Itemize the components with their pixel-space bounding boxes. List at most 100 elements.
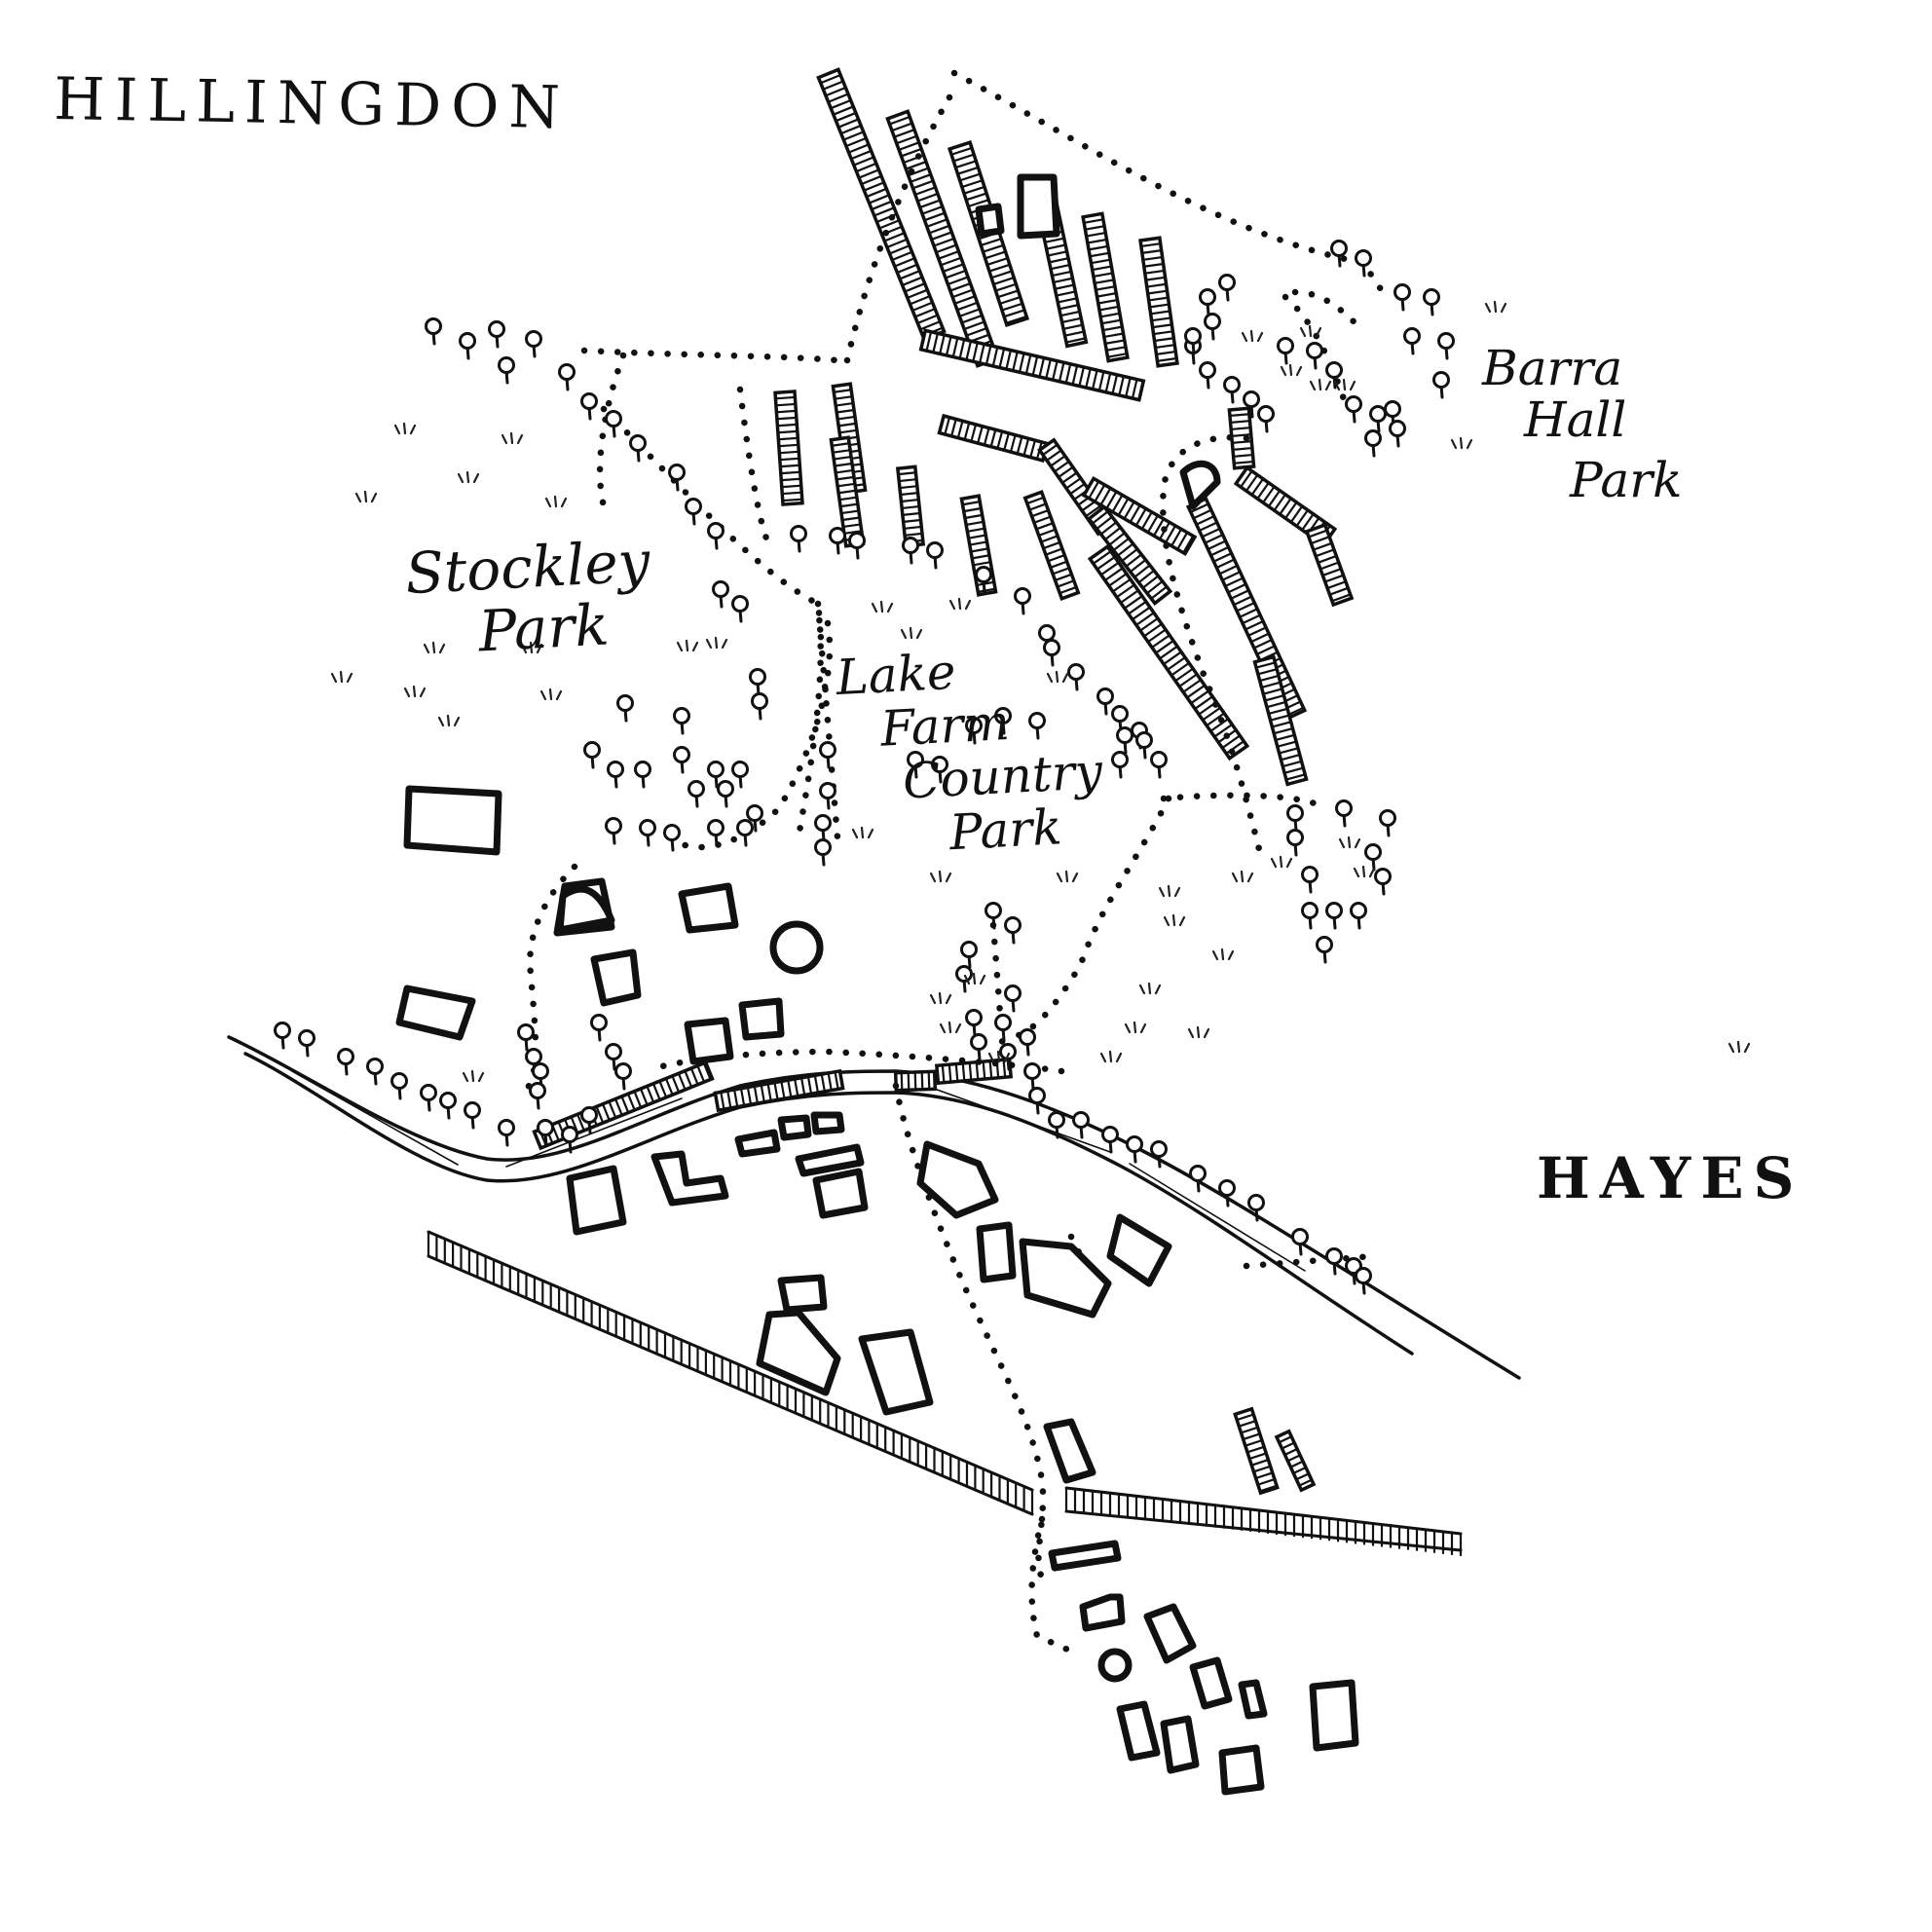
label-lake: Lake <box>834 644 957 706</box>
tree-icon <box>1345 395 1362 424</box>
tree-icon <box>663 824 681 852</box>
grass-tuft-icon <box>1187 1025 1210 1039</box>
grass-tuft-icon <box>1270 855 1293 869</box>
tree-icon <box>790 525 807 553</box>
grass-tuft-icon <box>457 470 480 484</box>
grass-tuft-icon <box>1163 913 1186 927</box>
tree-icon <box>1043 639 1060 667</box>
tree-icon <box>488 320 505 349</box>
tree-icon <box>274 1022 291 1050</box>
tree-icon <box>616 694 634 723</box>
tree-icon <box>390 1072 408 1100</box>
tree-icon <box>1150 1140 1168 1169</box>
grass-tuft-icon <box>1333 378 1356 391</box>
tree-icon <box>1301 902 1319 930</box>
grass-tuft-icon <box>539 687 563 701</box>
tree-icon <box>1067 663 1085 691</box>
label-barra-park: Park <box>1569 452 1682 508</box>
tree-icon <box>1277 337 1294 365</box>
grass-tuft-icon <box>987 1050 1011 1063</box>
tree-icon <box>1023 1062 1041 1091</box>
tree-icon <box>1004 916 1022 945</box>
tree-icon <box>707 761 724 789</box>
tree-icon <box>634 761 651 789</box>
label-stockley: Stockley <box>404 528 653 607</box>
grass-tuft-icon <box>1124 1021 1147 1034</box>
tree-icon <box>965 1009 983 1037</box>
grass-tuft-icon <box>501 431 524 445</box>
tree-icon <box>580 1106 598 1134</box>
road-shading <box>291 1070 1306 1272</box>
tree-icon <box>298 1029 316 1058</box>
grass-tufts <box>330 300 1751 1083</box>
tree-icon <box>1355 1267 1372 1295</box>
tree-icon <box>1096 687 1114 716</box>
tree-icon <box>525 330 542 358</box>
tree-icon <box>529 1082 546 1110</box>
tree-icon <box>1355 249 1372 278</box>
tree-icon <box>498 1119 515 1147</box>
grass-tuft-icon <box>1728 1040 1751 1054</box>
tree-icon <box>580 392 598 421</box>
tree-icon <box>985 902 1002 930</box>
tree-icon <box>1364 429 1382 458</box>
tree-icon <box>1369 405 1387 433</box>
tree-icon <box>366 1058 384 1086</box>
label-barra-hall-park: Barra Hall Park <box>1481 340 1682 508</box>
tree-icon <box>1014 587 1031 615</box>
tree-icon <box>532 1062 549 1091</box>
tree-icon <box>926 541 944 570</box>
tree-icon <box>902 537 919 565</box>
tree-icon <box>1350 902 1367 930</box>
tree-icon <box>1218 274 1236 302</box>
tree-icon <box>420 1084 437 1112</box>
grass-tuft-icon <box>939 1021 962 1034</box>
trees <box>274 240 1455 1295</box>
tree-icon <box>1111 705 1129 733</box>
tree-icon <box>1199 361 1216 390</box>
tree-icon <box>687 780 705 808</box>
tree-icon <box>848 532 866 560</box>
grass-tuft-icon <box>1099 1050 1123 1063</box>
grass-tuft-icon <box>423 641 446 654</box>
label-stockley-park: Stockley Park <box>404 528 653 664</box>
tree-icon <box>970 1033 987 1061</box>
tree-icon <box>731 761 749 789</box>
tree-icon <box>425 317 442 346</box>
tree-icon <box>605 1043 622 1071</box>
tree-icon <box>1204 313 1221 341</box>
grass-tuft-icon <box>963 972 986 985</box>
tree-icon <box>685 498 702 526</box>
tree-icon <box>1364 843 1382 872</box>
tree-icon <box>1286 804 1304 833</box>
tree-icon <box>1306 342 1323 370</box>
main-road <box>227 1035 1521 1380</box>
grass-tuft-icon <box>1046 670 1069 684</box>
grass-tuft-icon <box>520 641 543 654</box>
tree-icon <box>1325 1247 1343 1276</box>
tree-icon <box>1330 240 1348 268</box>
grass-tuft-icon <box>437 714 461 727</box>
tree-icon <box>955 965 973 993</box>
tree-icon <box>590 1014 608 1042</box>
tree-icon <box>439 1092 457 1120</box>
grass-tuft-icon <box>1280 363 1303 377</box>
tree-icon <box>1403 327 1421 355</box>
label-hillingdon: HILLINGDON <box>54 65 571 142</box>
tree-icon <box>1072 1111 1090 1139</box>
grass-tuft-icon <box>900 626 923 640</box>
tree-icon <box>537 1119 554 1147</box>
grass-tuft-icon <box>462 1069 485 1083</box>
tree-icon <box>498 356 515 385</box>
tree-icon <box>1389 420 1406 448</box>
tree-icon <box>517 1023 535 1052</box>
label-hall: Hall <box>1523 391 1626 448</box>
tree-icon <box>1004 985 1022 1013</box>
grass-tuft-icon <box>1211 947 1235 961</box>
tree-icon <box>1316 936 1333 964</box>
tree-icon <box>558 363 576 391</box>
tree-icon <box>1301 866 1319 894</box>
tree-icon <box>717 780 734 808</box>
tree-icon <box>1437 332 1455 360</box>
